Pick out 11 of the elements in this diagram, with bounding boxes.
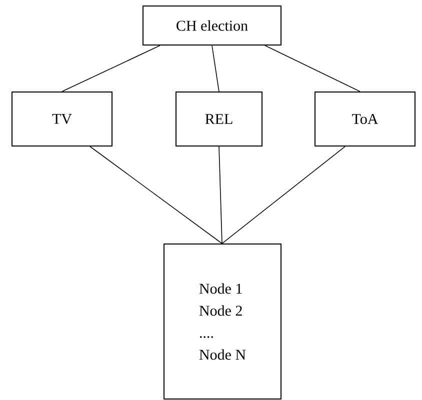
process-box: TV [12, 92, 112, 146]
connector-line [62, 45, 160, 92]
connector-line [212, 45, 220, 92]
connector-line [222, 146, 346, 244]
process-box: CH election [142, 6, 282, 46]
connector-line [90, 146, 222, 244]
connector-line [218, 146, 222, 244]
process-box: ToA [314, 92, 416, 146]
process-box: REL [176, 92, 262, 146]
connector-line [264, 45, 360, 92]
list-box: Node 1 Node 2 .... Node N [164, 244, 282, 400]
